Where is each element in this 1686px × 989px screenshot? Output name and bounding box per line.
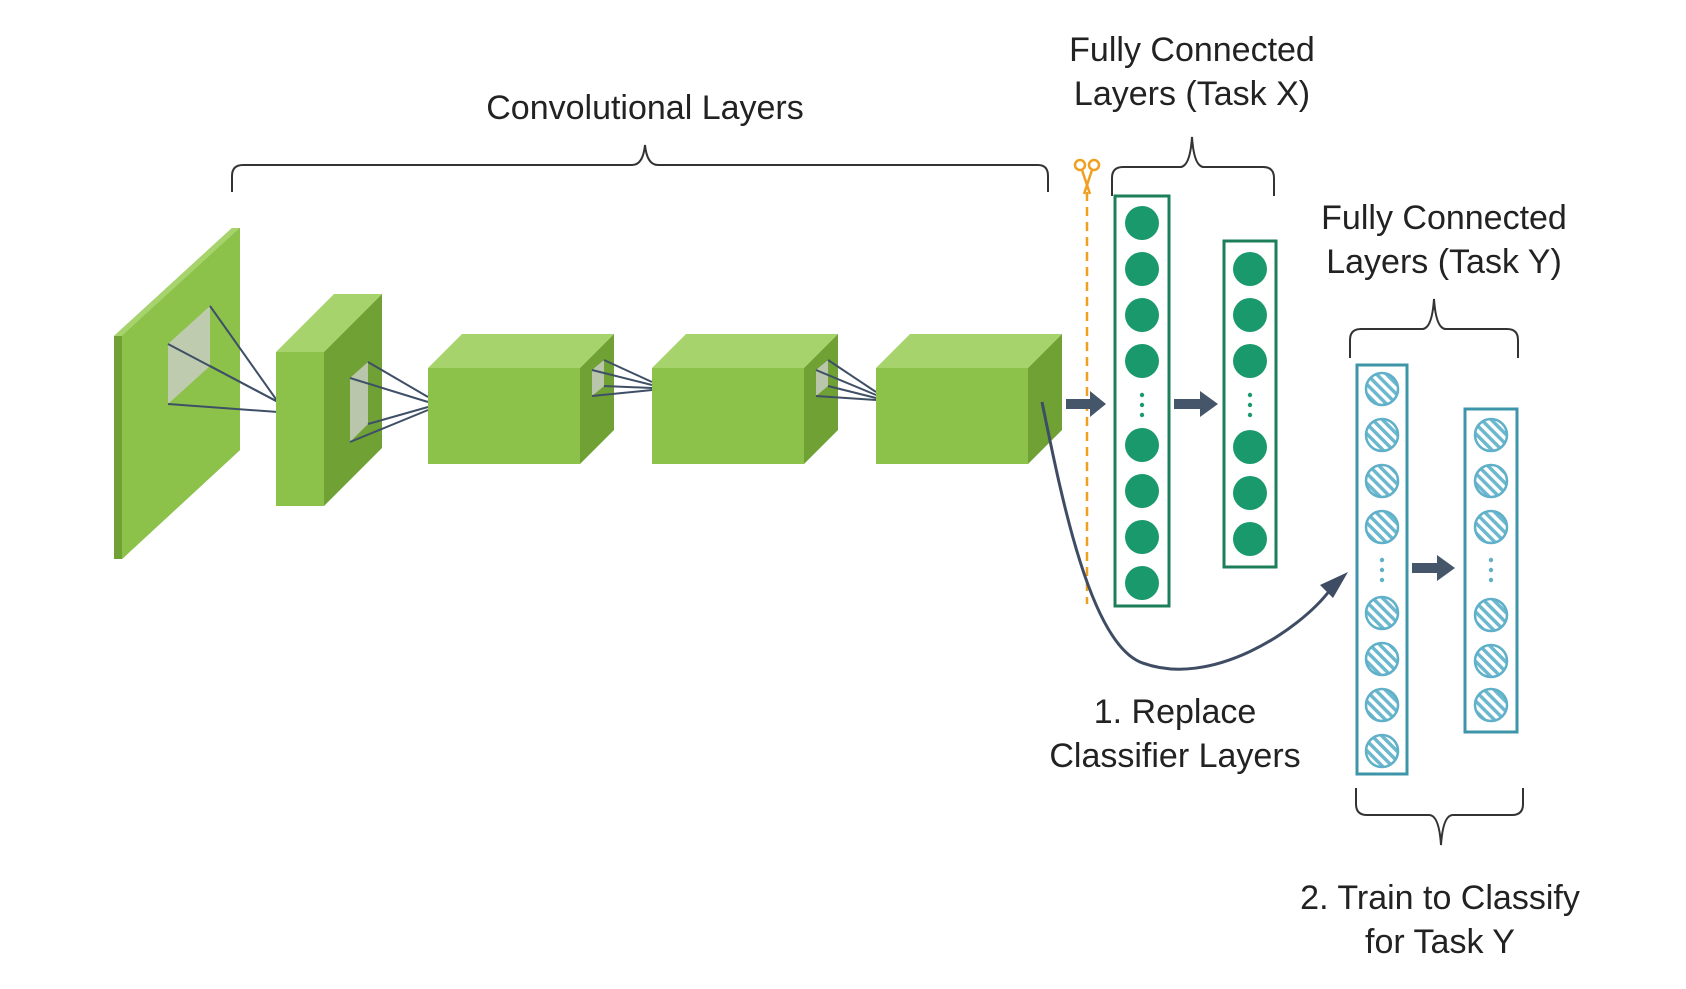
fc-task-x-layer-2 [1222,239,1278,569]
step1-label-line1: 1. Replace [1093,693,1257,731]
fc-task-y-layer-1 [1355,363,1409,776]
step1-label-line2: Classifier Layers [1049,737,1301,775]
fc-task-y-brace [1349,298,1519,358]
conv-layer-4 [652,334,877,464]
conv-layer-5 [876,334,1062,464]
train-brace [1355,788,1524,846]
step2-label-line1: 2. Train to Classify [1300,879,1580,917]
conv-layer-1 [114,228,279,559]
fc-task-y-label-line2: Layers (Task Y) [1326,243,1562,281]
transfer-curve-arrowhead [1320,572,1348,598]
scissors-icon [1073,158,1101,195]
arrow-fc-y-1-to-2 [1412,555,1455,581]
fc-task-x-brace [1111,136,1275,196]
conv-layer-3 [428,334,653,464]
conv-layers-brace [231,144,1049,192]
fc-task-y-label-line1: Fully Connected [1321,199,1567,237]
fc-task-y-layer-2 [1463,407,1519,734]
arrow-conv-to-fc-x [1066,391,1106,417]
transfer-curve-arrow [1040,401,1332,671]
fc-task-x-label-line1: Fully Connected [1069,31,1315,69]
fc-task-x-layer-1 [1113,194,1171,608]
conv-layer-2 [276,294,429,506]
fc-task-x-label-line2: Layers (Task X) [1073,75,1311,113]
arrow-fc-x-1-to-2 [1174,391,1218,417]
conv-layers-label: Convolutional Layers [486,89,804,127]
step2-label-line2: for Task Y [1365,923,1515,961]
